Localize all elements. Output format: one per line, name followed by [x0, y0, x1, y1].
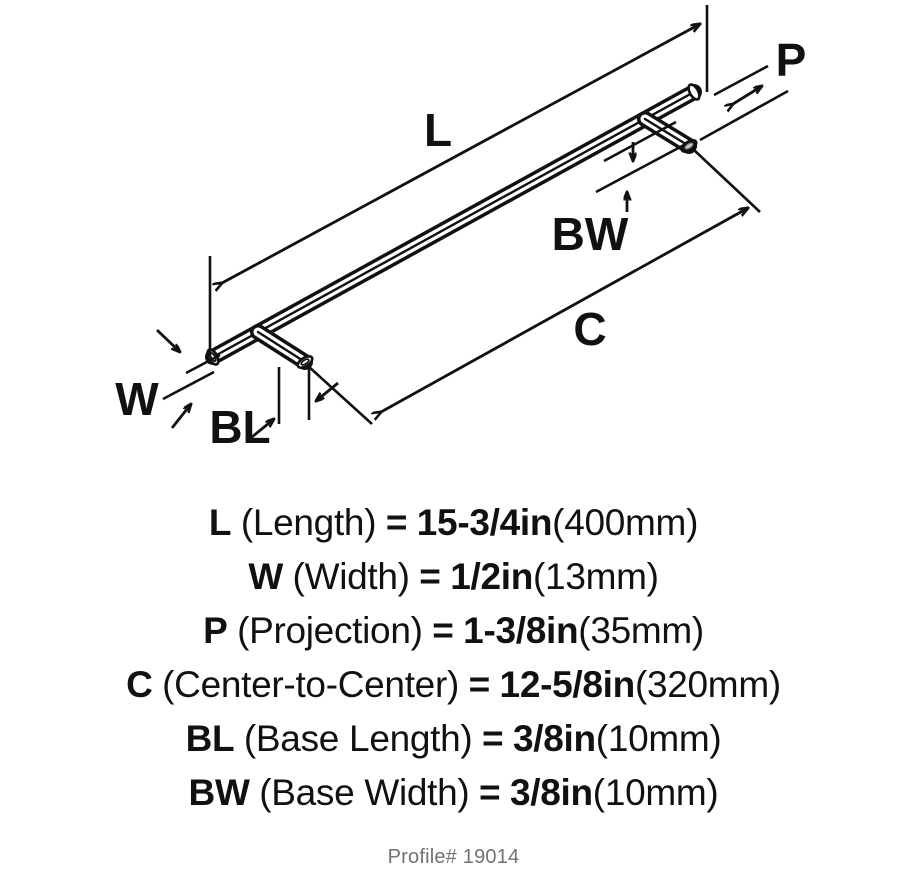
spec-value: 3/8in — [512, 718, 596, 759]
dimension-base-length: BL — [209, 366, 339, 453]
spec-name: (Base Width) — [259, 772, 470, 813]
spec-row-center-to-center: C(Center-to-Center)=12-5/8in(320mm) — [0, 658, 907, 712]
spec-name: (Projection) — [237, 610, 423, 651]
spec-value: 15-3/4in — [416, 502, 553, 543]
profile-number: Profile# 19014 — [387, 846, 520, 868]
spec-equals: = — [432, 610, 454, 651]
specification-list: L(Length)=15-3/4in(400mm) W(Width)=1/2in… — [0, 496, 907, 820]
spec-row-projection: P(Projection)=1-3/8in(35mm) — [0, 604, 907, 658]
dimension-base-width: BW — [552, 120, 685, 260]
spec-abbr: C — [126, 664, 153, 705]
dimension-label-projection: P — [776, 34, 807, 86]
spec-metric: (35mm) — [578, 610, 704, 651]
dimension-label-base-length: BL — [209, 401, 270, 453]
spec-row-base-length: BL(Base Length)=3/8in(10mm) — [0, 712, 907, 766]
spec-metric: (320mm) — [634, 664, 781, 705]
dimension-label-base-width: BW — [552, 208, 629, 260]
spec-name: (Center-to-Center) — [162, 664, 460, 705]
spec-metric: (13mm) — [533, 556, 659, 597]
spec-equals: = — [479, 772, 501, 813]
handle-dimension-diagram: L C P BW W — [115, 5, 807, 453]
spec-equals: = — [385, 502, 408, 543]
spec-equals: = — [482, 718, 504, 759]
spec-name: (Length) — [240, 502, 377, 543]
spec-equals: = — [419, 556, 441, 597]
spec-abbr: BW — [188, 772, 250, 813]
spec-metric: (400mm) — [552, 502, 699, 543]
spec-value: 1/2in — [450, 556, 534, 597]
spec-abbr: L — [208, 502, 232, 543]
spec-row-length: L(Length)=15-3/4in(400mm) — [0, 496, 907, 550]
dimension-label-width: W — [115, 373, 159, 425]
dimension-width: W — [115, 328, 221, 429]
left-mounting-post — [250, 324, 314, 370]
dimension-label-center-to-center: C — [573, 303, 606, 355]
spec-equals: = — [468, 664, 491, 705]
dimension-length: L — [208, 5, 709, 356]
spec-abbr: BL — [185, 718, 235, 759]
dimension-projection: P — [699, 34, 807, 142]
spec-metric: (10mm) — [595, 718, 722, 759]
spec-name: (Base Length) — [243, 718, 473, 759]
spec-name: (Width) — [292, 556, 410, 597]
spec-abbr: P — [203, 610, 228, 651]
spec-row-base-width: BW(Base Width)=3/8in(10mm) — [0, 766, 907, 820]
spec-value: 12-5/8in — [499, 664, 636, 705]
dimension-center-to-center: C — [307, 149, 761, 425]
spec-abbr: W — [248, 556, 283, 597]
spec-metric: (10mm) — [592, 772, 719, 813]
spec-value: 1-3/8in — [463, 610, 579, 651]
spec-value: 3/8in — [509, 772, 593, 813]
spec-row-width: W(Width)=1/2in(13mm) — [0, 550, 907, 604]
dimension-label-length: L — [424, 104, 452, 156]
